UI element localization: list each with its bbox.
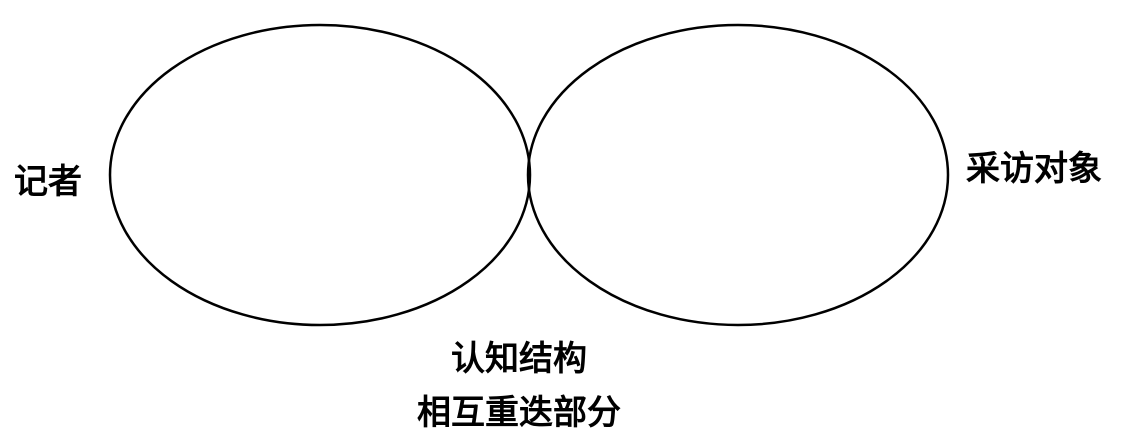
right-set-ellipse xyxy=(526,23,950,327)
overlap-caption-line-2: 相互重迭部分 xyxy=(417,393,621,433)
overlap-region xyxy=(528,25,530,325)
left-set-ellipse xyxy=(108,23,532,327)
right-set-label: 采访对象 xyxy=(966,149,1102,189)
left-set-label: 记者 xyxy=(14,162,82,202)
overlap-caption-line-1: 认知结构 xyxy=(451,339,587,379)
